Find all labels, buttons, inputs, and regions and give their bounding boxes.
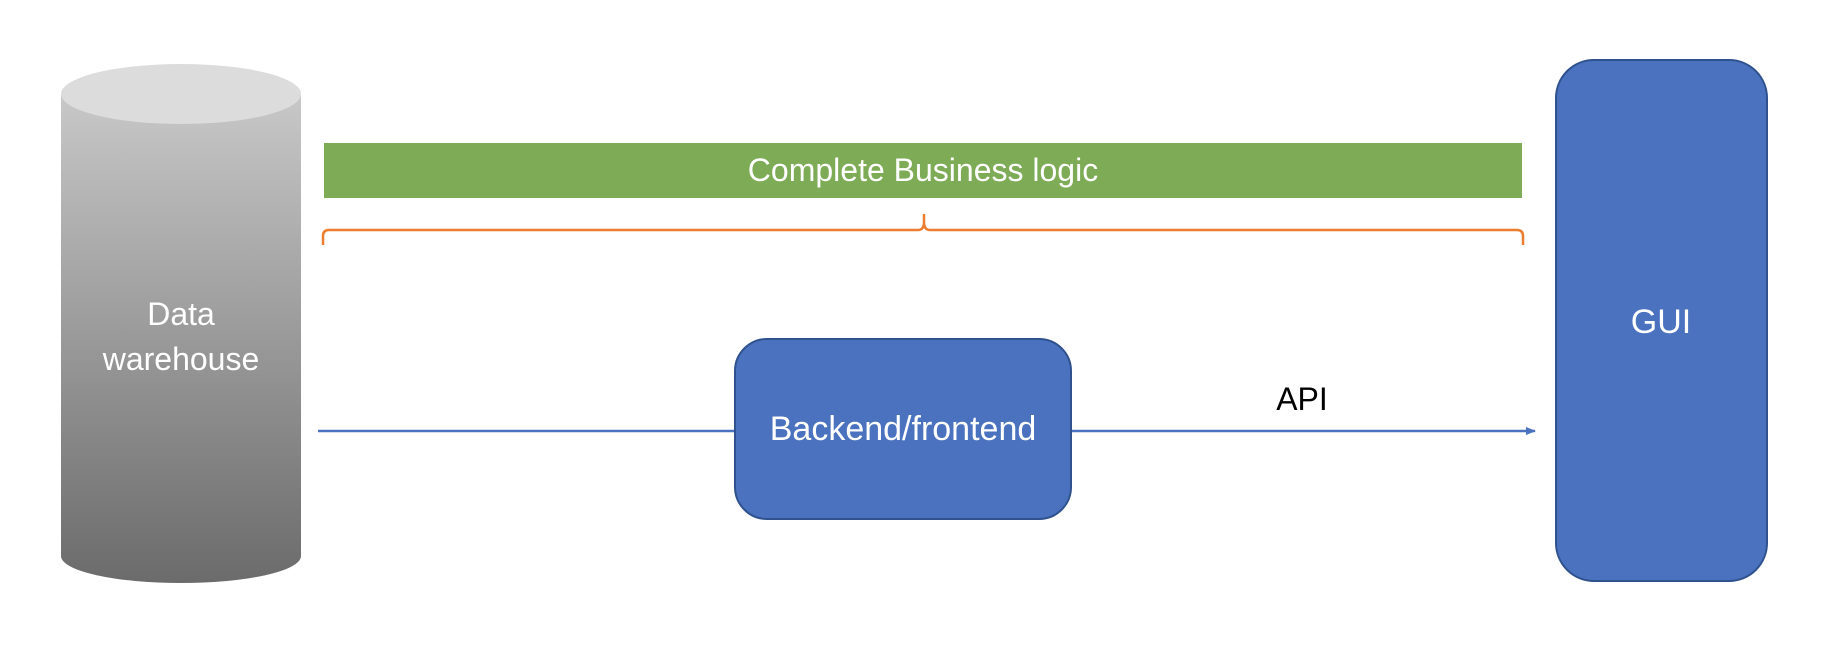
cylinder-body [61,94,301,583]
data-warehouse-cylinder: Data warehouse [61,64,301,583]
backend-frontend-label: Backend/frontend [770,410,1037,448]
gui-box-shape [1555,59,1768,582]
business-logic-label: Complete Business logic [748,152,1098,188]
gui-box: GUI [1555,59,1768,582]
data-warehouse-label-line1: Data [147,296,215,332]
business-logic-bar-fill [324,143,1522,198]
gui-label: GUI [1631,303,1691,341]
api-label: API [1276,381,1328,417]
curly-brace [321,214,1525,245]
backend-frontend-box-shape [734,338,1072,520]
cylinder-top [61,64,301,124]
business-logic-bar: Complete Business logic [324,143,1522,198]
backend-frontend-box: Backend/frontend [734,338,1072,520]
data-warehouse-label-line2: warehouse [102,341,260,377]
